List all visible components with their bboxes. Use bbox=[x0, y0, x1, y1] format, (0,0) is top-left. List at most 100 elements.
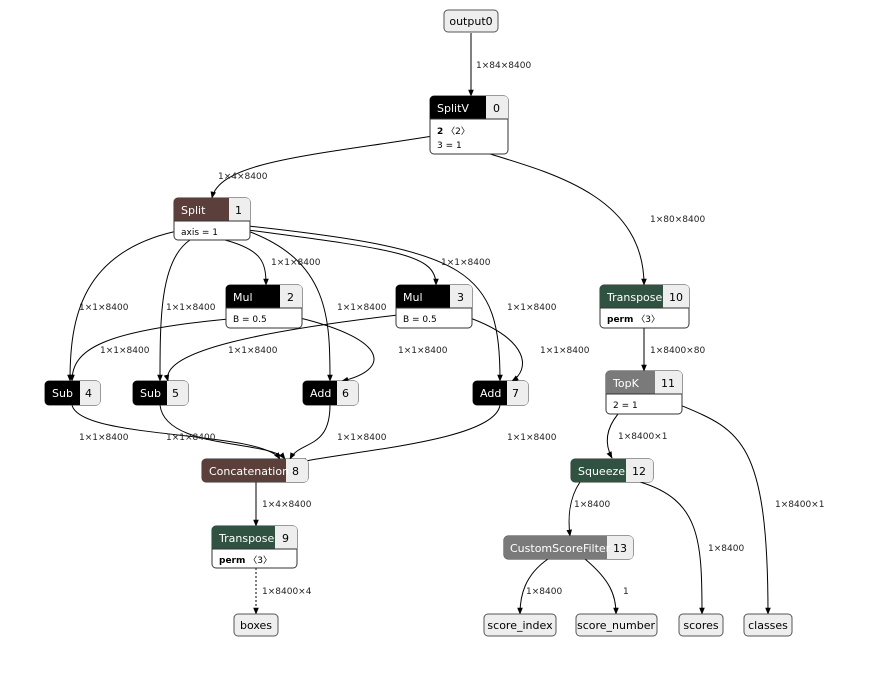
edge-label: 1×1×8400 bbox=[441, 258, 491, 268]
node-attr-key: 2 bbox=[437, 127, 443, 137]
edge-mul3-sub5[interactable] bbox=[163, 314, 399, 382]
node-transpose-9[interactable]: Transpose 9 perm 〈3〉 bbox=[211, 525, 298, 569]
node-splitv[interactable]: SplitV 0 2 〈2〉 3 = 1 bbox=[429, 95, 509, 155]
node-op-label: SplitV bbox=[437, 102, 469, 115]
edge-label: 1×1×8400 bbox=[100, 346, 150, 356]
edge-splitv-transpose10[interactable] bbox=[489, 153, 647, 286]
node-transpose-10[interactable]: Transpose 10 perm 〈3〉 bbox=[599, 284, 690, 329]
node-index: 7 bbox=[512, 387, 519, 400]
edge-label: 1×1×8400 bbox=[79, 303, 129, 313]
output-scores[interactable]: scores bbox=[678, 613, 724, 637]
edge-label: 1×80×8400 bbox=[650, 215, 705, 225]
edge-topk-squeeze[interactable] bbox=[606, 413, 619, 459]
node-concatenation[interactable]: Concatenation 8 bbox=[201, 458, 309, 483]
node-index: 10 bbox=[669, 291, 683, 304]
input-label: output0 bbox=[449, 15, 492, 28]
edge-label: 1 bbox=[623, 587, 629, 597]
edge-add7-concat[interactable] bbox=[299, 404, 501, 464]
edge-label: 1×4×8400 bbox=[262, 500, 312, 510]
node-index: 11 bbox=[661, 377, 675, 390]
edge-labels: 1×84×8400 1×4×8400 1×80×8400 1×1×8400 1×… bbox=[79, 61, 824, 597]
edge-label: 1×1×8400 bbox=[271, 258, 321, 268]
node-op-label: Transpose bbox=[606, 291, 663, 304]
edge-split-sub4[interactable] bbox=[67, 229, 183, 382]
output-classes[interactable]: classes bbox=[743, 613, 793, 637]
output-label: boxes bbox=[240, 619, 272, 632]
input-output0[interactable]: output0 bbox=[443, 9, 499, 33]
node-sub-4[interactable]: Sub 4 bbox=[44, 380, 101, 406]
svg-text:perm 〈3〉: perm 〈3〉 bbox=[219, 555, 272, 566]
output-score-index[interactable]: score_index bbox=[483, 613, 557, 637]
edge-label: 1×8400 bbox=[708, 544, 744, 554]
node-mul-3[interactable]: Mul 3 B = 0.5 bbox=[395, 284, 473, 329]
edge-sub5-concat[interactable] bbox=[159, 404, 286, 460]
edge-label: 1×8400×1 bbox=[775, 500, 824, 510]
edge-label: 1×8400×1 bbox=[618, 432, 667, 442]
node-index: 5 bbox=[172, 387, 179, 400]
edge-label: 1×8400×4 bbox=[262, 587, 312, 597]
node-op-label: Mul bbox=[233, 291, 253, 304]
edge-label: 1×8400×80 bbox=[650, 346, 705, 356]
edge-split-add7[interactable] bbox=[247, 225, 503, 382]
node-attr: B = 0.5 bbox=[233, 315, 267, 325]
edge-squeeze-csf[interactable] bbox=[566, 481, 581, 537]
node-add-6[interactable]: Add 6 bbox=[302, 380, 359, 406]
output-label: score_number bbox=[577, 619, 655, 632]
edge-label: 1×1×8400 bbox=[507, 433, 557, 443]
node-attr-key: perm bbox=[219, 556, 245, 566]
node-attr: B = 0.5 bbox=[403, 315, 437, 325]
node-attr: 3 = 1 bbox=[437, 141, 462, 151]
node-index: 0 bbox=[493, 102, 500, 115]
edge-label: 1×8400 bbox=[574, 500, 610, 510]
node-split[interactable]: Split 1 axis = 1 bbox=[173, 197, 251, 241]
node-index: 1 bbox=[235, 204, 242, 217]
edge-label: 1×1×8400 bbox=[540, 346, 590, 356]
node-index: 4 bbox=[85, 387, 92, 400]
edge-csf-score-index[interactable] bbox=[517, 558, 549, 615]
edge-split-mul2[interactable] bbox=[224, 239, 269, 286]
node-attr-value: 〈3〉 bbox=[245, 555, 272, 566]
node-squeeze[interactable]: Squeeze 12 bbox=[570, 458, 654, 483]
edge-mul2-add6[interactable] bbox=[299, 317, 375, 383]
edge-label: 1×1×8400 bbox=[166, 433, 216, 443]
node-mul-2[interactable]: Mul 2 B = 0.5 bbox=[225, 284, 303, 329]
output-label: scores bbox=[683, 619, 719, 632]
edge-label: 1×4×8400 bbox=[218, 172, 268, 182]
node-op-label: Sub bbox=[52, 387, 73, 400]
edge-sub4-concat[interactable] bbox=[71, 404, 281, 460]
edge-csf-score-number[interactable] bbox=[584, 558, 619, 615]
node-op-label: Mul bbox=[403, 291, 423, 304]
node-op-label: Concatenation bbox=[209, 465, 289, 478]
node-sub-5[interactable]: Sub 5 bbox=[132, 380, 189, 406]
edge-splitv-split[interactable] bbox=[210, 133, 446, 199]
node-op-label: Sub bbox=[140, 387, 161, 400]
node-op-label: Add bbox=[480, 387, 501, 400]
edge-split-sub5[interactable] bbox=[157, 239, 191, 382]
edge-label: 1×1×8400 bbox=[79, 433, 129, 443]
node-index: 3 bbox=[457, 291, 464, 304]
edge-add6-concat[interactable] bbox=[289, 404, 331, 460]
edge-split-add6[interactable] bbox=[244, 229, 333, 382]
edge-label: 1×1×8400 bbox=[337, 433, 387, 443]
edge-topk-classes[interactable] bbox=[679, 404, 771, 615]
node-topk[interactable]: TopK 11 2 = 1 bbox=[605, 370, 683, 415]
edge-mul2-sub4[interactable] bbox=[69, 317, 241, 382]
edge-label: 1×84×8400 bbox=[476, 61, 531, 71]
edge-squeeze-scores[interactable] bbox=[639, 481, 705, 615]
edges bbox=[67, 33, 771, 615]
edge-split-mul3[interactable] bbox=[247, 229, 439, 286]
output-score-number[interactable]: score_number bbox=[575, 613, 658, 637]
output-boxes[interactable]: boxes bbox=[233, 613, 279, 637]
node-custom-score-filter[interactable]: CustomScoreFilter 13 bbox=[503, 535, 634, 560]
edge-label: 1×8400 bbox=[526, 587, 562, 597]
output-label: score_index bbox=[487, 619, 553, 632]
edge-label: 1×1×8400 bbox=[166, 303, 216, 313]
node-add-7[interactable]: Add 7 bbox=[472, 380, 529, 406]
edge-mul3-add7[interactable] bbox=[469, 317, 523, 382]
node-attr-key: perm bbox=[607, 315, 633, 325]
svg-text:2 〈2〉: 2 〈2〉 bbox=[437, 126, 470, 137]
node-attr: axis = 1 bbox=[181, 228, 218, 238]
node-op-label: Split bbox=[181, 204, 206, 217]
edge-label: 1×1×8400 bbox=[398, 346, 448, 356]
